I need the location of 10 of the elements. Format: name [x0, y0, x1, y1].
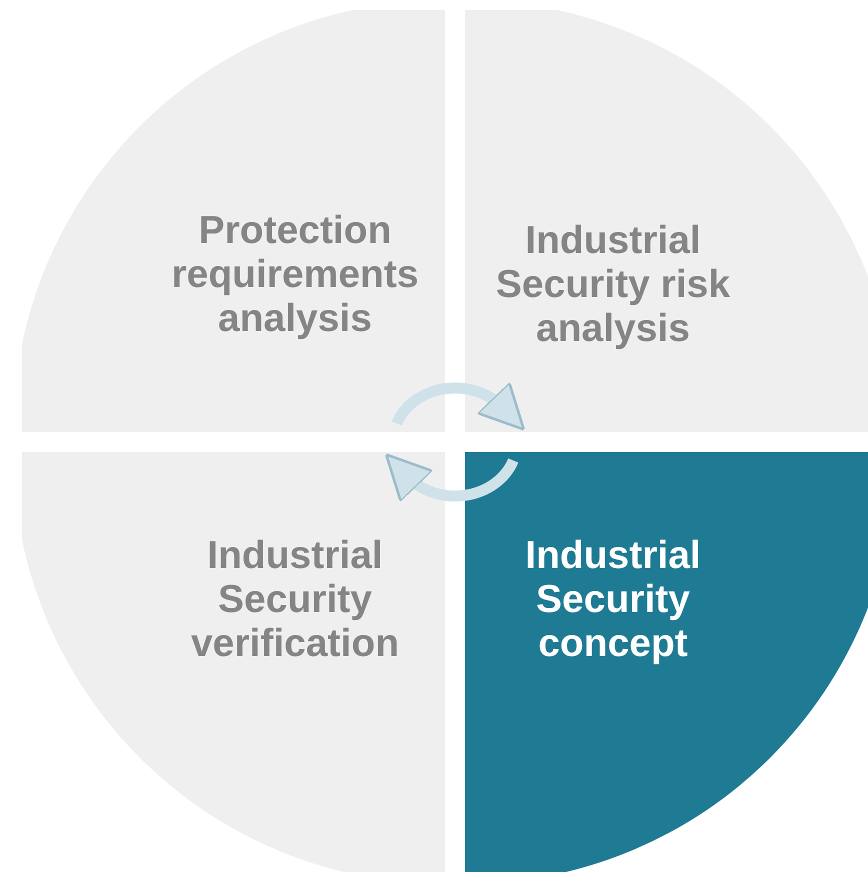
quadrant-segment: [22, 452, 445, 872]
segment-label: Industrial Security verification: [190, 534, 400, 666]
quadrant-segment: [465, 452, 868, 872]
quadrant-segment: [465, 10, 868, 432]
segment-label: Protection requirements analysis: [170, 209, 420, 341]
curved-arrow: [392, 380, 526, 430]
segment-label: Industrial Security concept: [524, 534, 702, 666]
segment-label: Industrial Security risk analysis: [494, 219, 732, 351]
quadrant-segment: [22, 10, 445, 432]
curved-arrow: [384, 454, 518, 504]
